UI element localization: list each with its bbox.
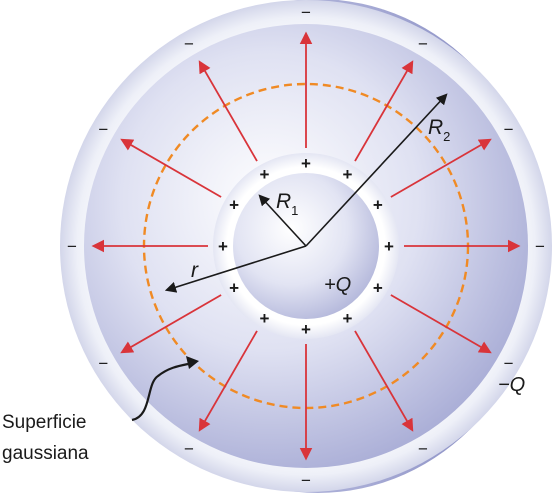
positive-charge-sign: +: [229, 196, 239, 215]
r2-label: R2: [428, 116, 450, 144]
negative-charge-sign: −: [504, 354, 514, 373]
caption-pointer-head: [186, 356, 199, 369]
field-arrow: [390, 138, 492, 198]
negative-charge-sign: −: [98, 120, 108, 139]
positive-charge-sign: +: [260, 165, 270, 184]
positive-charge-sign: +: [384, 237, 394, 256]
field-arrow: [120, 138, 222, 198]
caption-superficie: Superficie: [2, 412, 87, 433]
positive-charge-sign: +: [373, 279, 383, 298]
positive-charge-sign: +: [301, 320, 311, 339]
inner-charge-label: +Q: [324, 274, 351, 296]
negative-charge-sign: −: [418, 440, 428, 459]
positive-charge-sign: +: [343, 165, 353, 184]
field-arrow: [354, 330, 414, 432]
negative-charge-sign: −: [535, 237, 545, 256]
positive-charges: + + + + + + + + + + + +: [218, 154, 394, 339]
field-arrows: [91, 31, 521, 461]
r1-label: R1: [276, 190, 298, 218]
negative-charge-sign: −: [301, 3, 311, 22]
negative-charge-sign: −: [67, 237, 77, 256]
field-arrow: [120, 294, 222, 354]
caption-gaussiana: gaussiana: [2, 443, 89, 464]
positive-charge-sign: +: [343, 309, 353, 328]
negative-charges: − − − − − − − − − − − −: [67, 3, 545, 490]
positive-charge-sign: +: [260, 309, 270, 328]
caption-pointer: [131, 362, 189, 422]
field-arrow: [198, 60, 258, 162]
positive-charge-sign: +: [218, 237, 228, 256]
r1-arrow: [258, 194, 307, 247]
field-arrow: [390, 294, 492, 354]
negative-charge-sign: −: [98, 354, 108, 373]
positive-charge-sign: +: [373, 196, 383, 215]
positive-charge-sign: +: [229, 279, 239, 298]
negative-charge-sign: −: [184, 34, 194, 53]
negative-charge-sign: −: [184, 440, 194, 459]
negative-charge-sign: −: [301, 471, 311, 490]
positive-charge-sign: +: [301, 154, 311, 173]
field-arrow: [198, 330, 258, 432]
r2-arrow: [305, 93, 448, 247]
negative-charge-sign: −: [504, 120, 514, 139]
r-arrow: [164, 245, 307, 293]
negative-charge-sign: −: [418, 34, 428, 53]
r-label: r: [191, 259, 199, 282]
outer-charge-label: −Q: [498, 374, 525, 396]
field-arrow: [354, 60, 414, 162]
